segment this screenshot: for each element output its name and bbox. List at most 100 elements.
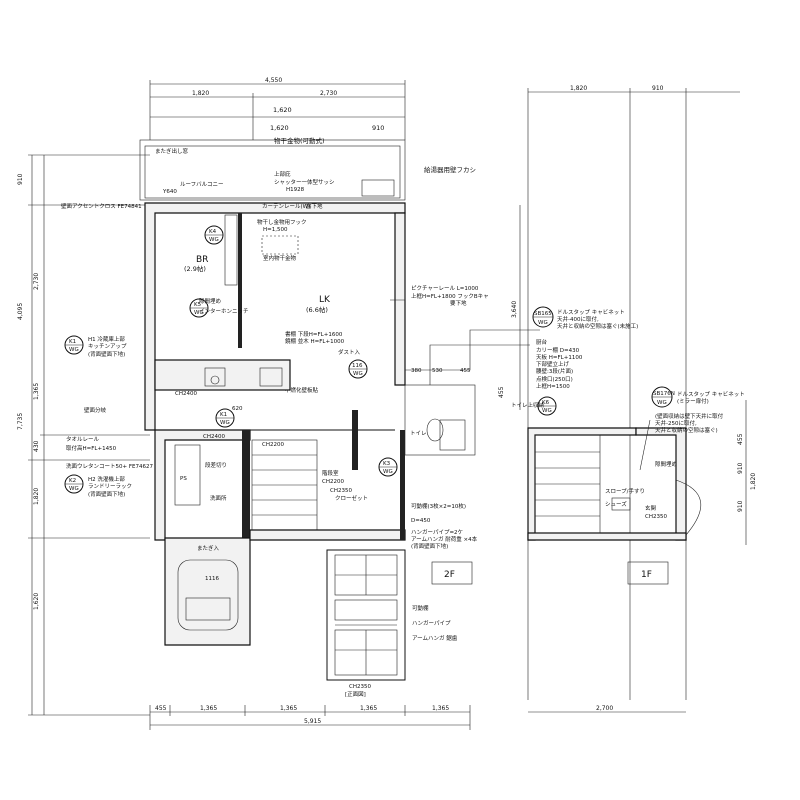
- dim-left-4095: 4,095: [17, 303, 24, 320]
- label-yoko: 要下地: [450, 299, 467, 307]
- label-kado: 可動棚: [412, 604, 429, 612]
- svg-text:WG: WG: [657, 400, 667, 406]
- label-kabe-cross: 壁面アクセントクロス FE74841: [61, 202, 142, 210]
- label-y640: Y640: [162, 189, 177, 195]
- f1-dim-455: 455: [737, 433, 744, 445]
- label-towel-rail: タオルレール: [66, 435, 100, 443]
- svg-text:K1: K1: [220, 412, 227, 418]
- label-hoshi-fook: 物干し金物用フック: [257, 218, 307, 226]
- label-genkan: 玄関: [645, 504, 657, 512]
- label-sentaku-h2: H2 洗濯機上部: [88, 475, 125, 483]
- label-kari: カリー棚 D=430: [536, 346, 580, 354]
- svg-text:WG: WG: [69, 486, 79, 492]
- dim-right-3640: 3,640: [511, 301, 518, 318]
- label-kyoku: 隙間埋め: [199, 297, 221, 305]
- label-ch2200: CH2200: [322, 479, 344, 485]
- dim-top-b: 2,730: [320, 90, 337, 97]
- label-back-wall: (背面壁面下地): [88, 350, 125, 358]
- label-ps: PS: [180, 476, 187, 482]
- dim-bottom-455: 455: [155, 705, 167, 712]
- label-ch2350c: CH2350: [349, 684, 371, 690]
- label-jisho2: 鏡棚 並木 H=FL+1000: [285, 337, 345, 345]
- tag-sb165: SB165 WG: [532, 306, 554, 328]
- room-br-size: (2.9帖): [184, 264, 206, 273]
- label-toilet: トイレ: [410, 431, 427, 437]
- svg-text:WG: WG: [220, 420, 230, 426]
- dim-top-total: 4,550: [265, 77, 282, 84]
- label-towel-h: 取付高H=FL+1450: [66, 444, 117, 452]
- svg-text:WG: WG: [194, 310, 204, 316]
- f1-dim-top-b: 910: [652, 85, 664, 92]
- svg-text:K3: K3: [383, 461, 391, 467]
- label-hoshi-kanamono2: 室内物干金物: [263, 254, 297, 262]
- label-ch2350b: CH2350: [645, 514, 667, 520]
- label-tenban: 天板 H=FL+1100: [536, 353, 583, 361]
- label-kaiheki: 可動棚(3枚×2=10枚): [411, 502, 466, 510]
- floor-2f-label: 2F: [444, 570, 455, 580]
- toilet-room: [404, 384, 476, 456]
- label-ch2200b: CH2200: [262, 442, 284, 448]
- tag-116: 116 WG: [348, 359, 368, 379]
- label-kabe-note1: (壁面収納は壁下天井に取付: [655, 412, 724, 420]
- svg-text:WG: WG: [353, 371, 363, 377]
- label-b620: 620: [232, 406, 243, 412]
- tag-k11: K1 WG: [215, 408, 235, 428]
- tag-k4: K4 WG: [204, 225, 224, 245]
- label-under-prep: 露下地: [306, 202, 323, 210]
- label-b380: 380: [411, 368, 422, 374]
- tag-k5: K5 WG: [189, 298, 209, 318]
- floor-2f-box: [431, 561, 473, 585]
- tag-k8: K6 WG: [537, 396, 557, 416]
- svg-text:K2: K2: [69, 478, 76, 484]
- label-dorusub2: ドルスタップ キャビネット: [677, 390, 745, 398]
- top-dimensions: 4,550 1,820 2,730 1,620 910 1,620: [149, 77, 406, 140]
- label-1116: 1116: [205, 576, 219, 582]
- roof-balcony: [139, 139, 406, 201]
- dim-left-2730: 2,730: [33, 273, 40, 290]
- svg-text:116: 116: [352, 363, 363, 369]
- label-ch2400: CH2400: [203, 434, 225, 440]
- svg-text:WG: WG: [209, 237, 219, 243]
- dim-right-455: 455: [498, 386, 505, 398]
- dim-left-7735: 7,735: [17, 413, 24, 430]
- label-ref-h1: H1 冷蔵庫上部: [88, 335, 125, 343]
- svg-text:WG: WG: [538, 320, 548, 326]
- plan-2f: またぎ出し窓 ルーフバルコニー Y640 物干金物(可動式) 上部庇 シャッター…: [61, 136, 638, 646]
- label-mira: (ミラー扉付): [677, 397, 709, 405]
- label-shutter: シャッター一体型サッシ: [274, 178, 335, 186]
- label-dodai: 厨台: [536, 338, 548, 346]
- label-tenken: 点検口(250口): [536, 375, 573, 383]
- dim-bottom-1365a: 1,365: [200, 705, 217, 712]
- tag-sb176: SB176N WG: [651, 386, 675, 408]
- svg-text:SB176N: SB176N: [653, 391, 675, 397]
- label-kabe-note2: 天井-250に取付,: [655, 419, 697, 427]
- label-hanger-pipe: ハンガーパイプ: [412, 619, 451, 627]
- f1-dim-bottom: 2,700: [596, 705, 613, 712]
- label-jisho: 書棚 下段H=FL+1600: [285, 330, 343, 338]
- label-h1500: H=1,500: [263, 227, 288, 233]
- floor-1f-box: [627, 561, 669, 585]
- dim-bottom-total: 5,915: [304, 718, 321, 725]
- label-section-title: [正面図]: [345, 691, 366, 698]
- label-arm-hanger: アームハンガ 鋸歯: [412, 634, 458, 642]
- svg-text:K5: K5: [194, 302, 202, 308]
- label-yokoku: 段差切り: [205, 461, 227, 469]
- tag-1c: K3 WG: [378, 457, 398, 477]
- label-cf: CH2400: [175, 391, 197, 397]
- bottom-dimensions: 455 1,365 1,365 1,365 1,365 5,915: [149, 705, 471, 730]
- label-kabe-note3: 天井と収納の空隙は塞ぐ): [655, 426, 718, 434]
- dim-inner-a-label: 1,620: [273, 106, 292, 114]
- label-jobu-tana: 上部庇: [274, 170, 291, 178]
- label-back-wall2: (背面壁面下地): [88, 490, 125, 498]
- closet-br: [224, 214, 238, 286]
- label-hairdryer: スロープ/手すり: [605, 487, 645, 495]
- dim-bottom-1365d: 1,365: [432, 705, 449, 712]
- label-kitchen-cup: キッチンアップ: [88, 343, 127, 350]
- left-dimensions: 910 2,730 4,095 1,365 7,735 430 1,820 1,…: [17, 154, 150, 716]
- label-h1928: H1928: [286, 187, 305, 193]
- f1-dim-910a: 910: [737, 462, 744, 474]
- label-tenmen: 天井-400に取付,: [557, 315, 599, 323]
- label-ikiki: ピクチャーレール L=1000: [411, 285, 479, 292]
- label-interphone: インターホンニッチ: [199, 307, 249, 315]
- label-kabu: 下部壁立上げ: [536, 360, 570, 368]
